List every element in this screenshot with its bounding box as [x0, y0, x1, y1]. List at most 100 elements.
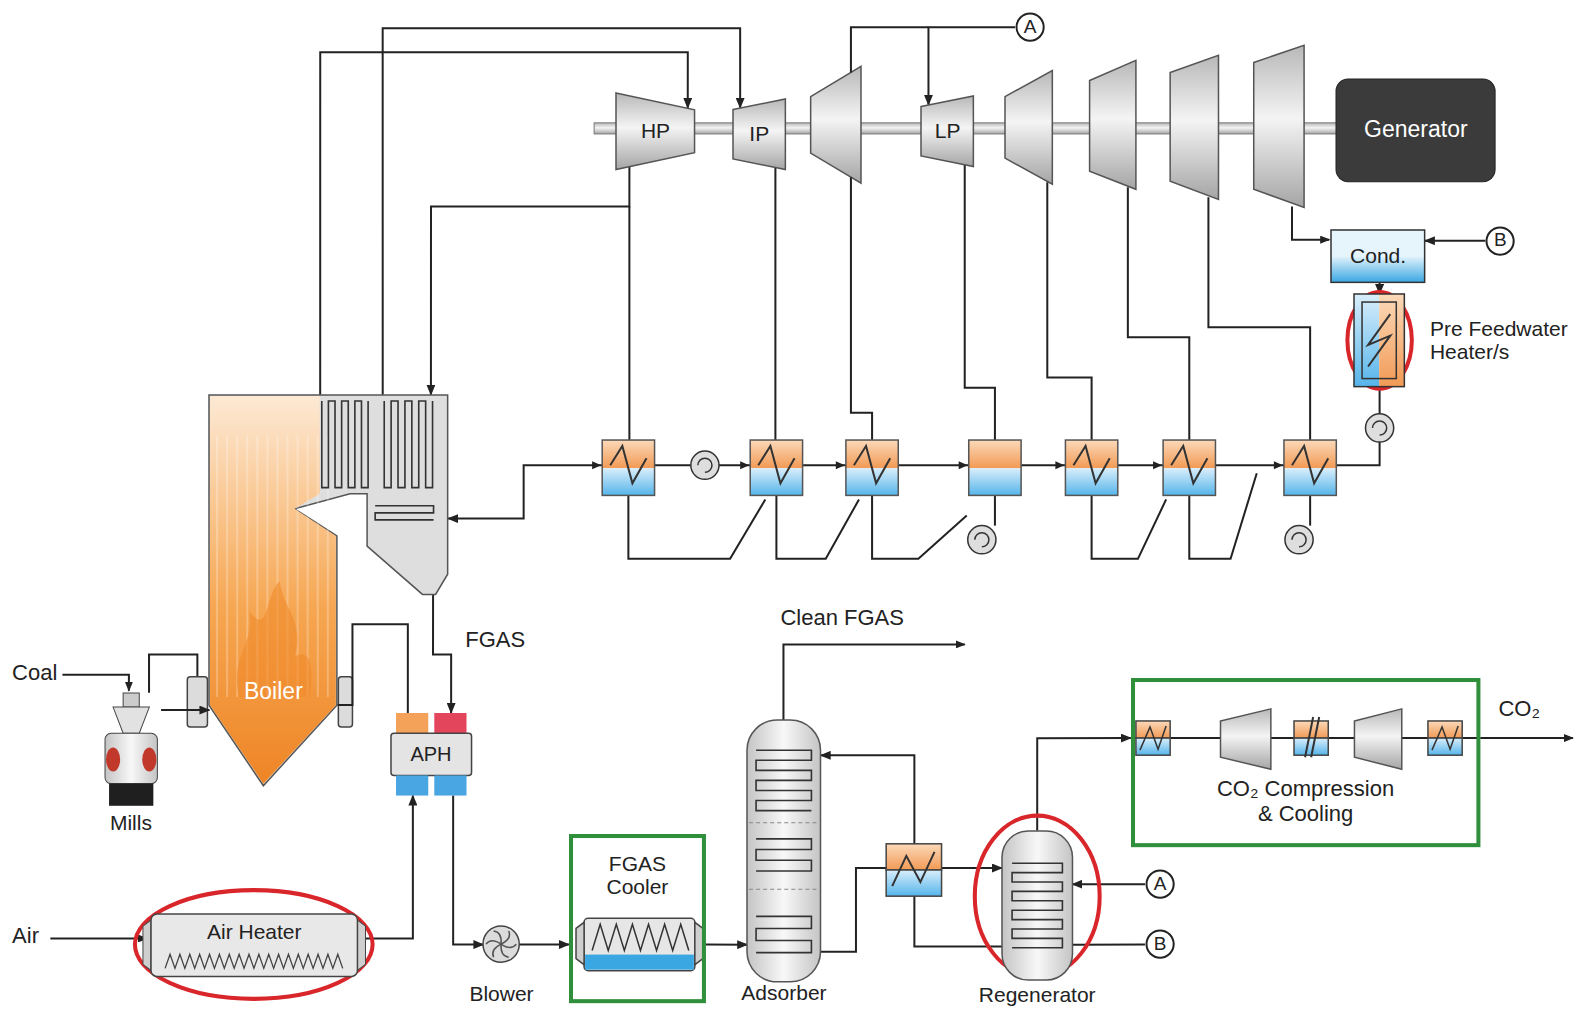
turbine-stage: IP — [733, 99, 785, 169]
shape-outline — [317, 435, 319, 697]
feedwater-heater — [1163, 440, 1215, 495]
shape-outline — [1146, 931, 1173, 958]
node-label: IP — [749, 122, 769, 145]
text-holder: A — [1015, 12, 1045, 42]
shape-outline — [143, 914, 366, 976]
text-holder: Cond. — [1331, 230, 1425, 282]
feedwater-heater — [1292, 446, 1328, 483]
blower-fan-shape — [483, 926, 519, 962]
steam-line — [872, 495, 967, 558]
node-label: A — [1024, 17, 1037, 38]
coil — [756, 750, 811, 810]
flow-connector — [448, 387, 1380, 519]
shape-outline — [1331, 230, 1425, 282]
burner — [187, 677, 207, 727]
shape-outline — [434, 775, 466, 795]
steam-line — [1480, 737, 1573, 739]
coil — [385, 401, 433, 488]
text-holder: IP — [733, 99, 785, 169]
feedwater-heater — [758, 446, 794, 483]
shape-outline — [391, 713, 472, 796]
shape-outline — [1354, 294, 1404, 387]
shape-outline — [209, 395, 448, 786]
feedwater-heater — [602, 468, 654, 495]
heat-exchanger — [1140, 726, 1166, 750]
flow-arrowhead — [1153, 461, 1162, 469]
steam-line — [776, 495, 859, 558]
turbine-stage: LP — [921, 96, 973, 166]
feedwater-heater — [1284, 440, 1336, 495]
coal-mill: Mills — [101, 693, 161, 806]
flow-connector — [453, 796, 483, 945]
steam-line — [851, 27, 929, 72]
node-label: Mills — [110, 811, 152, 834]
flue-gas-cooler-unit — [576, 922, 584, 964]
flow-connector — [357, 796, 412, 939]
stream-label: CO₂ — [1498, 697, 1540, 721]
stream-label: Clean FGAS — [780, 606, 904, 630]
turbine-stage — [1005, 70, 1052, 184]
shape-outline — [113, 707, 149, 733]
steam-line — [62, 675, 128, 691]
shape-outline — [616, 93, 695, 170]
text-holder: B — [1145, 929, 1175, 959]
air-heater: Air Heater — [151, 914, 357, 976]
connector-circle: B — [1485, 226, 1515, 256]
compressor — [1221, 709, 1271, 769]
steam-line — [628, 495, 765, 558]
flue-gas-cooler-unit — [584, 918, 695, 970]
feedwater-heater — [1055, 440, 1117, 495]
stream-label: Air — [12, 924, 39, 948]
flow-arrowhead — [1274, 461, 1283, 469]
flue-gas-cooler-unit — [695, 922, 703, 964]
stream-label: FGAS — [465, 628, 525, 652]
node-label: Generator — [1364, 117, 1468, 142]
pump — [691, 414, 1394, 554]
shape-outline — [483, 926, 519, 962]
turbine-stage — [1170, 55, 1218, 199]
shape-outline — [1331, 230, 1425, 282]
feedwater-heater — [592, 440, 654, 495]
flow-connector — [161, 709, 209, 711]
highlight-ring — [135, 292, 1412, 999]
text-holder: Mills — [76, 810, 187, 836]
shape-outline — [142, 747, 156, 771]
equipment-frame: FGAS Cooler — [569, 834, 706, 1003]
node-label: HP — [641, 119, 670, 142]
steam-line — [783, 644, 964, 720]
connector-circle: A — [1145, 869, 1175, 899]
flow-connector — [337, 624, 407, 713]
shape-outline — [143, 920, 151, 970]
feedwater-heater — [592, 440, 1336, 495]
shape-outline — [217, 435, 219, 697]
pump — [975, 533, 989, 547]
shape-outline — [1354, 294, 1404, 387]
text-holder: HP — [616, 93, 695, 170]
feedwater-heater — [969, 440, 1021, 468]
feedwater-heater — [740, 440, 802, 495]
feedwater-heater: Pre Feedwater Heater/s — [1354, 294, 1404, 387]
turbine-stage: HP — [616, 93, 695, 170]
coil — [322, 401, 368, 488]
node-label: CO₂ Compression & Cooling — [1188, 777, 1423, 825]
highlight-ring — [135, 890, 373, 999]
shape-outline — [357, 920, 365, 970]
highlight-ring — [1347, 292, 1411, 389]
steam-line — [994, 495, 996, 525]
shape-outline — [733, 99, 785, 169]
shape-outline — [1336, 79, 1495, 182]
connector-circle: B — [1145, 929, 1175, 959]
feedwater-heater — [959, 440, 1021, 495]
feedwater-heater — [602, 440, 654, 495]
flow-connector — [1072, 883, 1145, 885]
pump — [1292, 533, 1306, 547]
adsorber-column-shape — [747, 720, 821, 982]
shape-outline — [1487, 227, 1514, 254]
regenerator-vessel: Regenerator — [1002, 831, 1072, 980]
shape-outline — [1133, 680, 1478, 845]
text-holder: Adsorber — [712, 980, 856, 1006]
text-holder: Blower — [451, 981, 552, 1007]
steam-line — [1208, 197, 1310, 440]
flue-gas-cooler-unit — [576, 918, 703, 970]
